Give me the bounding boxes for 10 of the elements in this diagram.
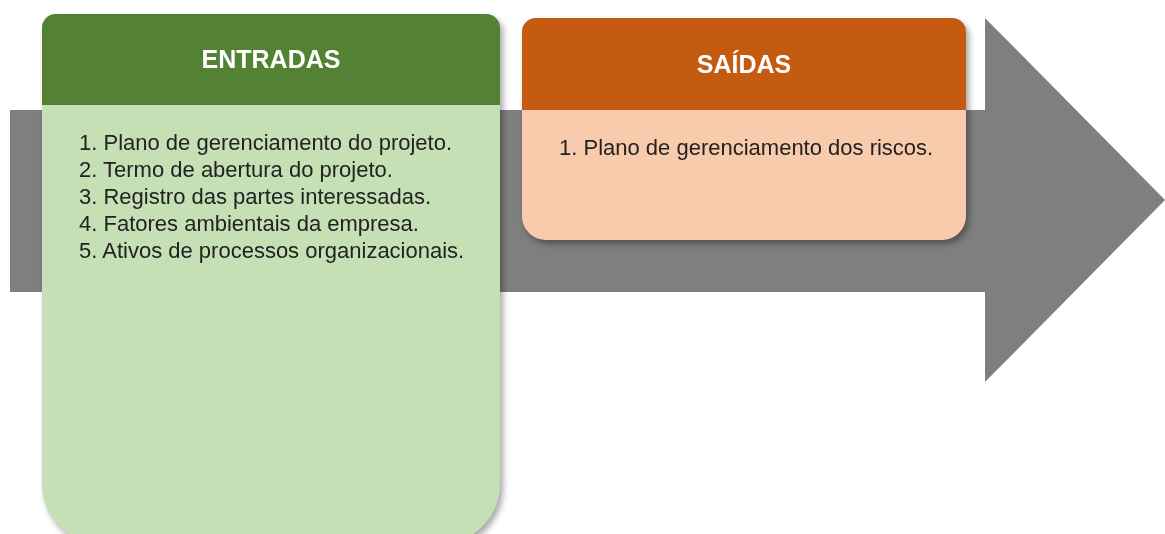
list-item: 3. Registro das partes interessadas.	[78, 183, 433, 210]
card-heading: SAÍDAS	[522, 18, 966, 110]
inputs-card	[42, 14, 500, 534]
list-item: 1. Plano de gerenciamento dos riscos.	[558, 134, 935, 161]
list-item: 4. Fatores ambientais da empresa.	[78, 210, 420, 237]
card-heading: ENTRADAS	[42, 14, 500, 105]
list-item: 1. Plano de gerenciamento do projeto.	[78, 129, 454, 156]
outputs-card	[522, 18, 966, 240]
list-item: 5. Ativos de processos organizacionais.	[78, 237, 466, 264]
list-item: 2. Termo de abertura do projeto.	[78, 156, 394, 183]
